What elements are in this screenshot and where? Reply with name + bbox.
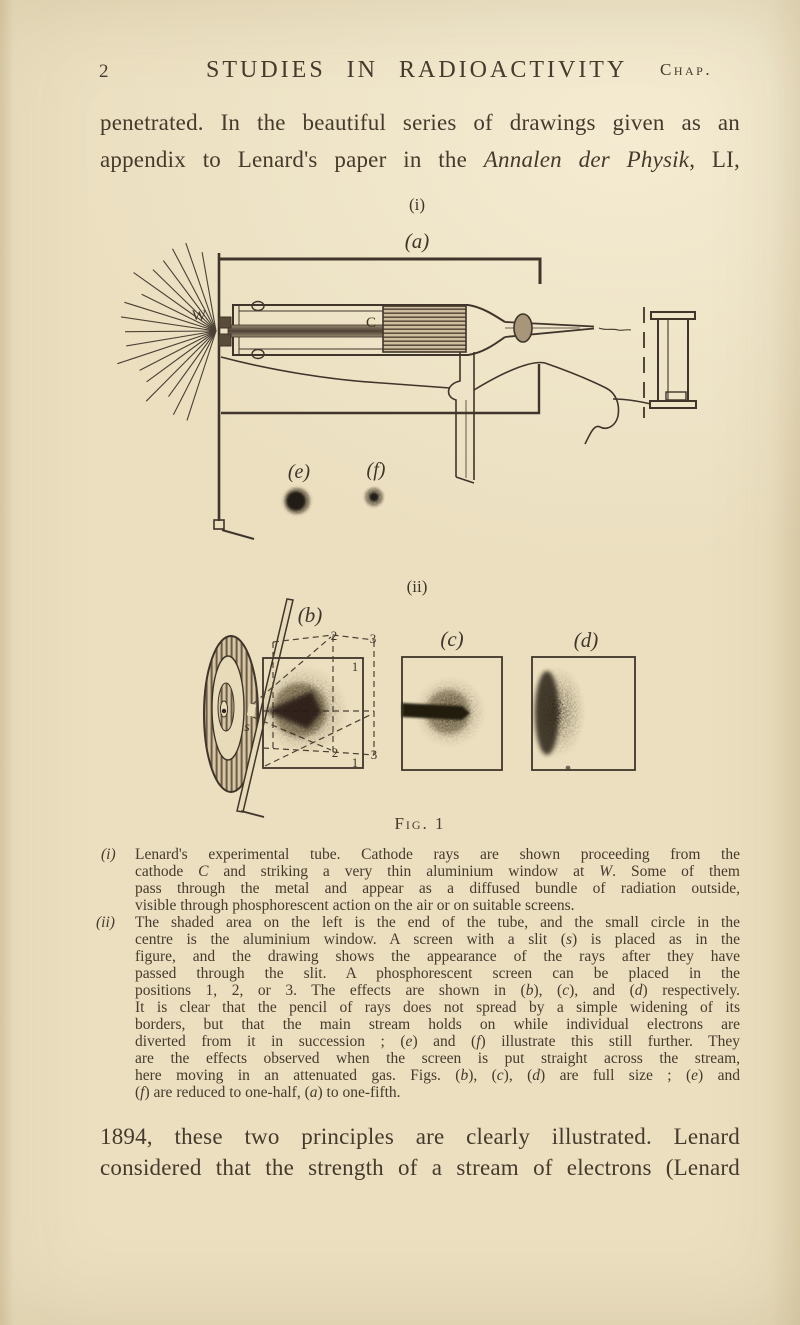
caption-line: visible through phosphorescent action on… <box>135 897 575 914</box>
cathode-ray <box>124 301 217 332</box>
section-ii-label: (ii) <box>407 577 428 596</box>
paragraph-line: appendix to Lenard's paper in the Annale… <box>100 147 740 172</box>
paragraph-line: considered that the strength of a stream… <box>100 1155 740 1180</box>
cathode-ray <box>172 330 217 416</box>
part-b-label: (b) <box>298 603 323 627</box>
cloud-d <box>530 666 586 771</box>
cathode-ray <box>162 260 217 332</box>
tube-neck-needle <box>504 313 632 343</box>
caption-line: positions 1, 2, or 3. The effects are sh… <box>135 982 740 999</box>
tube-a-outline <box>219 257 542 415</box>
cathode-label: C <box>366 315 376 331</box>
cathode-ray <box>168 330 217 397</box>
spot-e <box>280 484 314 518</box>
caption-line: It is clear that the pencil of rays does… <box>135 999 740 1016</box>
pos3-top: 3 <box>370 631 377 646</box>
cathode-ray <box>146 330 217 383</box>
spark-wisp <box>598 327 632 331</box>
cathode-ray <box>124 330 217 333</box>
tube-end-disc <box>203 635 259 793</box>
caption-line: figure, and the drawing shows the appear… <box>135 948 740 965</box>
caption-line: pass through the metal and appear as a d… <box>135 880 740 897</box>
caption-marker-i: (i) <box>101 846 116 863</box>
caption-marker-ii: (ii) <box>96 914 115 931</box>
figure-caption: (i) Lenard's experimental tube. Cathode … <box>96 846 741 1101</box>
cathode-ray <box>139 330 217 371</box>
section-i-label: (i) <box>409 195 425 214</box>
caption-line: diverted from it in succession ; (e) and… <box>135 1033 741 1050</box>
cathode-ray <box>152 269 217 332</box>
cloud-b <box>258 665 348 755</box>
lead-wire-right <box>473 361 652 445</box>
cathode-ray <box>145 330 217 402</box>
bottom-paragraph: 1894, these two principles are clearly i… <box>100 1121 740 1183</box>
pos1-top: 1 <box>352 659 359 674</box>
caption-line: are the effects observed when the screen… <box>135 1050 740 1067</box>
caption-line: The shaded area on the left is the end o… <box>135 914 740 931</box>
anode-cylinder <box>382 305 467 353</box>
induction-coil <box>649 311 697 409</box>
cathode-ray <box>141 293 217 332</box>
caption-line: Lenard's experimental tube. Cathode rays… <box>135 846 740 863</box>
caption-item-ii: (ii) The shaded area on the left is the … <box>96 914 741 1101</box>
caption-line: (f) are reduced to one-half, (a) to one-… <box>135 1084 401 1101</box>
slit-gap <box>246 703 257 717</box>
cathode-ray <box>186 330 217 421</box>
cathode-ray <box>117 330 217 365</box>
page-number: 2 <box>99 61 110 82</box>
paragraph-line: penetrated. In the beautiful series of d… <box>100 110 740 135</box>
caption-line: centre is the aluminium window. A screen… <box>135 931 740 948</box>
top-paragraph: penetrated. In the beautiful series of d… <box>100 104 740 178</box>
part-f-label: (f) <box>367 459 386 481</box>
lead-wire-left <box>220 356 451 389</box>
running-header-chapter: Chap. <box>660 60 713 79</box>
paragraph-line: 1894, these two principles are clearly i… <box>100 1124 740 1149</box>
position-numbers: 2 3 1 2 3 1 <box>331 628 378 770</box>
part-e-label: (e) <box>288 461 311 483</box>
aluminium-window-mount <box>218 316 232 347</box>
part-a-label: (a) <box>405 229 430 253</box>
cathode-ray <box>126 330 217 347</box>
pos1-bottom: 1 <box>352 755 359 770</box>
window-label: W <box>192 308 207 324</box>
cathode-ray <box>185 242 217 332</box>
spot-f <box>362 485 386 509</box>
caption-line: here moving in an attenuated gas. Figs. … <box>135 1067 740 1084</box>
cathode-ray <box>120 316 217 332</box>
part-c-label: (c) <box>440 627 463 651</box>
pos3-bottom: 3 <box>371 747 378 762</box>
caption-line: passed through the slit. A phosphorescen… <box>135 965 740 982</box>
cathode-ray <box>201 252 217 332</box>
slit-label: s <box>244 720 250 735</box>
cloud-c <box>402 676 486 748</box>
phosphor-wall <box>213 253 255 540</box>
cathode-ray <box>172 248 217 332</box>
caption-line: cathode C and striking a very thin alumi… <box>135 863 740 880</box>
ray-fan <box>117 242 217 421</box>
pos2-bottom: 2 <box>332 745 339 760</box>
figure-title: Fig. 1 <box>394 814 446 833</box>
pos2-top: 2 <box>331 628 338 643</box>
part-d-label: (d) <box>574 628 599 652</box>
pump-stem <box>447 352 475 484</box>
cathode-ray <box>133 272 217 332</box>
caption-item-i: (i) Lenard's experimental tube. Cathode … <box>100 846 740 914</box>
caption-line: borders, but that the main stream holds … <box>135 1016 740 1033</box>
running-title: STUDIES IN RADIOACTIVITY <box>206 57 628 83</box>
